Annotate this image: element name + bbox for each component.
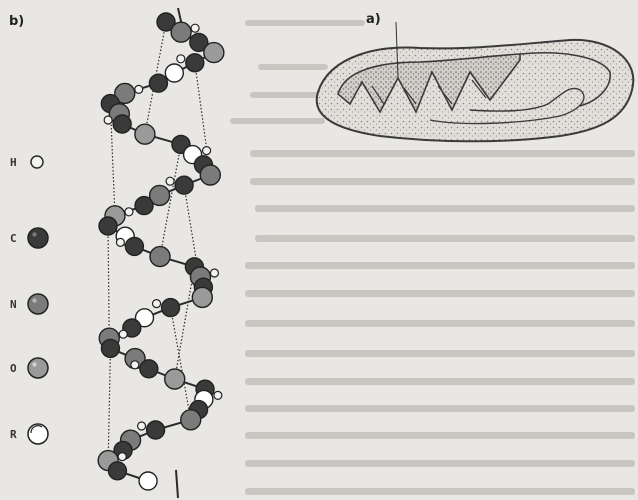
hydrogen-bond (171, 308, 191, 420)
hydrogen-atom-icon (31, 156, 43, 168)
legend-nitrogen: N (10, 292, 50, 316)
helix-atom (139, 472, 157, 490)
helix-atom (171, 22, 191, 42)
oxygen-atom-icon (28, 358, 48, 378)
helix-atom (101, 339, 119, 357)
helix-atom (186, 54, 204, 72)
hydrogen-atom (214, 391, 222, 399)
hydrogen-bond (108, 226, 109, 338)
helix-atom (149, 74, 167, 92)
hydrogen-atom (203, 147, 211, 155)
helix-atom (108, 462, 126, 480)
legend-oxygen: O (10, 356, 50, 380)
helix-atom (150, 247, 170, 267)
helix-atom (140, 360, 158, 378)
hydrogen-atom (166, 177, 174, 185)
helix-atom (162, 299, 180, 317)
legend-side-chain: R (10, 422, 50, 446)
hydrogen-atom (131, 361, 139, 369)
helix-atom (99, 217, 117, 235)
hydrogen-atom (191, 24, 199, 32)
panel-a-label: a) (366, 12, 381, 27)
legend-letter-n: N (10, 298, 26, 311)
helix-atom (192, 287, 212, 307)
helix-atoms (98, 13, 224, 490)
legend-hydrogen: H (10, 150, 48, 174)
helix-atom (181, 410, 201, 430)
nitrogen-atom-icon (28, 294, 48, 314)
helix-atom (135, 124, 155, 144)
hydrogen-atom (153, 300, 161, 308)
helix-atom (200, 165, 220, 185)
hydrogen-atom (177, 55, 185, 63)
helix-atom (165, 64, 183, 82)
hydrogen-atom (118, 453, 126, 461)
legend-letter-o: O (10, 362, 26, 375)
legend-letter-r: R (10, 428, 26, 441)
helix-atom (204, 43, 224, 63)
chain-continuation (176, 470, 178, 498)
legend-carbon: C (10, 226, 50, 250)
hydrogen-bond (108, 348, 110, 460)
hydrogen-atom (135, 85, 143, 93)
hydrogen-atom (119, 330, 127, 338)
helix-atom (147, 421, 165, 439)
hydrogen-atom (104, 116, 112, 124)
helix-atom (125, 237, 143, 255)
hydrogen-atom (138, 422, 146, 430)
legend-letter-h: H (10, 156, 26, 169)
helix-atom (135, 197, 153, 215)
hydrogen-atom (125, 208, 133, 216)
helix-atom (175, 176, 193, 194)
hydrogen-atom (116, 238, 124, 246)
legend-letter-c: C (10, 232, 26, 245)
hydrogen-atom (210, 269, 218, 277)
helix-atom (165, 369, 185, 389)
hydrogen-bond (175, 267, 195, 379)
helix-atom (113, 115, 131, 133)
panel-b-label: b) (9, 14, 24, 29)
carbon-atom-icon (28, 228, 48, 248)
side-chain-atom-icon (28, 424, 48, 444)
